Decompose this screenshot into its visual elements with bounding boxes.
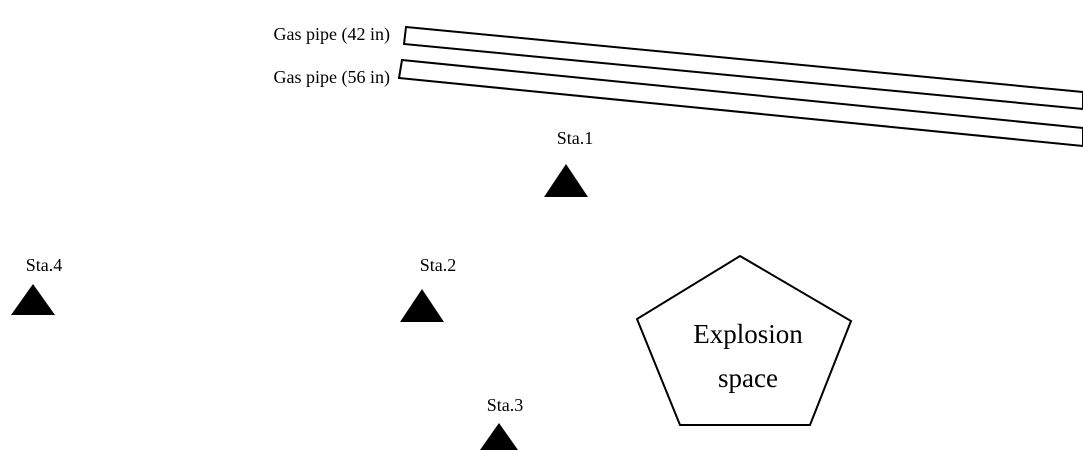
gas-pipe-56-shape [397, 58, 1083, 148]
station-1-label: Sta.1 [557, 128, 594, 148]
station-2-label: Sta.2 [420, 255, 457, 275]
gas-pipe-56-label: Gas pipe (56 in) [274, 67, 390, 88]
station-2: Sta.2 [400, 255, 456, 322]
explosion-space-label-line2: space [718, 363, 778, 393]
gas-pipe-42-label: Gas pipe (42 in) [274, 24, 390, 45]
station-4-triangle-icon [11, 284, 55, 315]
station-1-triangle-icon [544, 164, 588, 197]
gas-pipe-42: Gas pipe (42 in) [274, 24, 1083, 111]
station-4-label: Sta.4 [26, 255, 63, 275]
station-4: Sta.4 [11, 255, 62, 315]
station-2-triangle-icon [400, 289, 444, 322]
gas-pipe-42-shape [402, 25, 1083, 111]
station-3-triangle-icon [480, 423, 518, 450]
gas-pipe-56: Gas pipe (56 in) [274, 58, 1083, 148]
station-3: Sta.3 [480, 395, 523, 450]
explosion-space-label-line1: Explosion [693, 319, 803, 349]
station-1: Sta.1 [544, 128, 593, 197]
explosion-space-pentagon [635, 254, 853, 426]
explosion-space: Explosion space [635, 254, 853, 426]
station-3-label: Sta.3 [487, 395, 524, 415]
